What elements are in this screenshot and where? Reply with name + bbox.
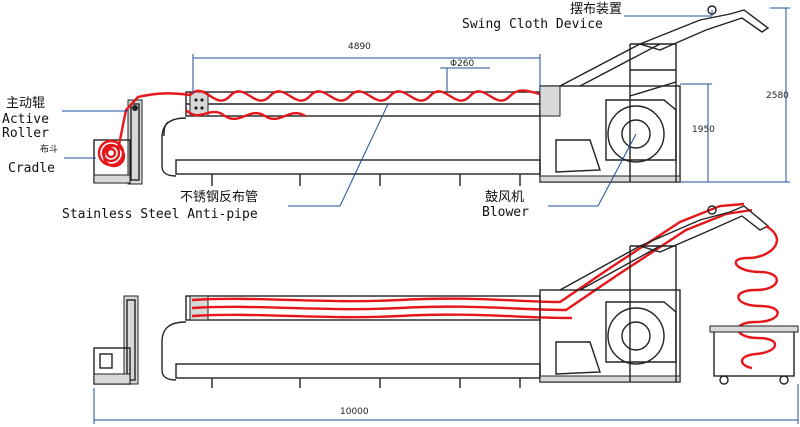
label-pipe-en: Stainless Steel Anti-pipe <box>62 207 258 222</box>
label-swing-en: Swing Cloth Device <box>462 17 603 32</box>
label-active-roller-en-2: Roller <box>2 126 49 141</box>
label-pipe-cn: 不锈钢反布管 <box>180 190 258 205</box>
top-blower-inlet <box>539 85 561 117</box>
top-pipe-bend-inner <box>163 121 169 137</box>
top-pipe-bend <box>161 117 187 177</box>
top-blower-fan-icon <box>607 105 665 163</box>
top-cradle-base <box>93 174 131 184</box>
label-active-roller-cn: 主动辊 <box>6 96 45 111</box>
dim-total-length: 10000 <box>340 407 369 417</box>
top-cloth-path <box>116 89 541 151</box>
top-active-roller-icon <box>132 105 138 111</box>
top-roller-stand-inner <box>130 103 140 181</box>
label-blower-cn: 鼓风机 <box>485 190 524 205</box>
cart-wheel-icon <box>719 375 729 385</box>
bottom-cloth-path <box>191 202 745 304</box>
bottom-swing-arm <box>637 205 770 253</box>
bottom-machine <box>93 202 799 388</box>
leader-lines <box>62 10 713 207</box>
top-machine <box>93 5 770 186</box>
label-swing-cn: 摆布装置 <box>570 2 622 17</box>
top-blower-outlet <box>555 139 601 173</box>
dim-height-1950: 1950 <box>692 125 715 135</box>
bottom-cloth-spiral <box>734 224 779 370</box>
top-swing-arm <box>637 9 770 51</box>
labels: 主动辊 Active Roller 布斗 Cradle 不锈钢反布管 Stain… <box>2 2 622 222</box>
bottom-blower-frame <box>539 289 681 383</box>
dim-pipe-length: 4890 <box>348 42 371 52</box>
dim-pipe-diameter: Φ260 <box>450 59 475 69</box>
label-cradle-en: Cradle <box>8 161 55 176</box>
top-cloth-coil <box>97 139 126 168</box>
dim-height-2580: 2580 <box>766 91 789 101</box>
bottom-blower-fan-icon <box>607 307 665 365</box>
cart-wheel-icon <box>779 375 789 385</box>
bottom-lower-pipe <box>175 363 541 379</box>
bottom-roller-stand <box>123 295 139 385</box>
label-cradle-cn: 布斗 <box>40 143 58 155</box>
label-active-roller-en-1: Active <box>2 112 49 127</box>
label-blower-en: Blower <box>482 205 529 220</box>
dimension-lines: 4890 Φ260 1950 2580 10000 <box>93 7 799 424</box>
top-pipe-flange <box>189 91 209 117</box>
